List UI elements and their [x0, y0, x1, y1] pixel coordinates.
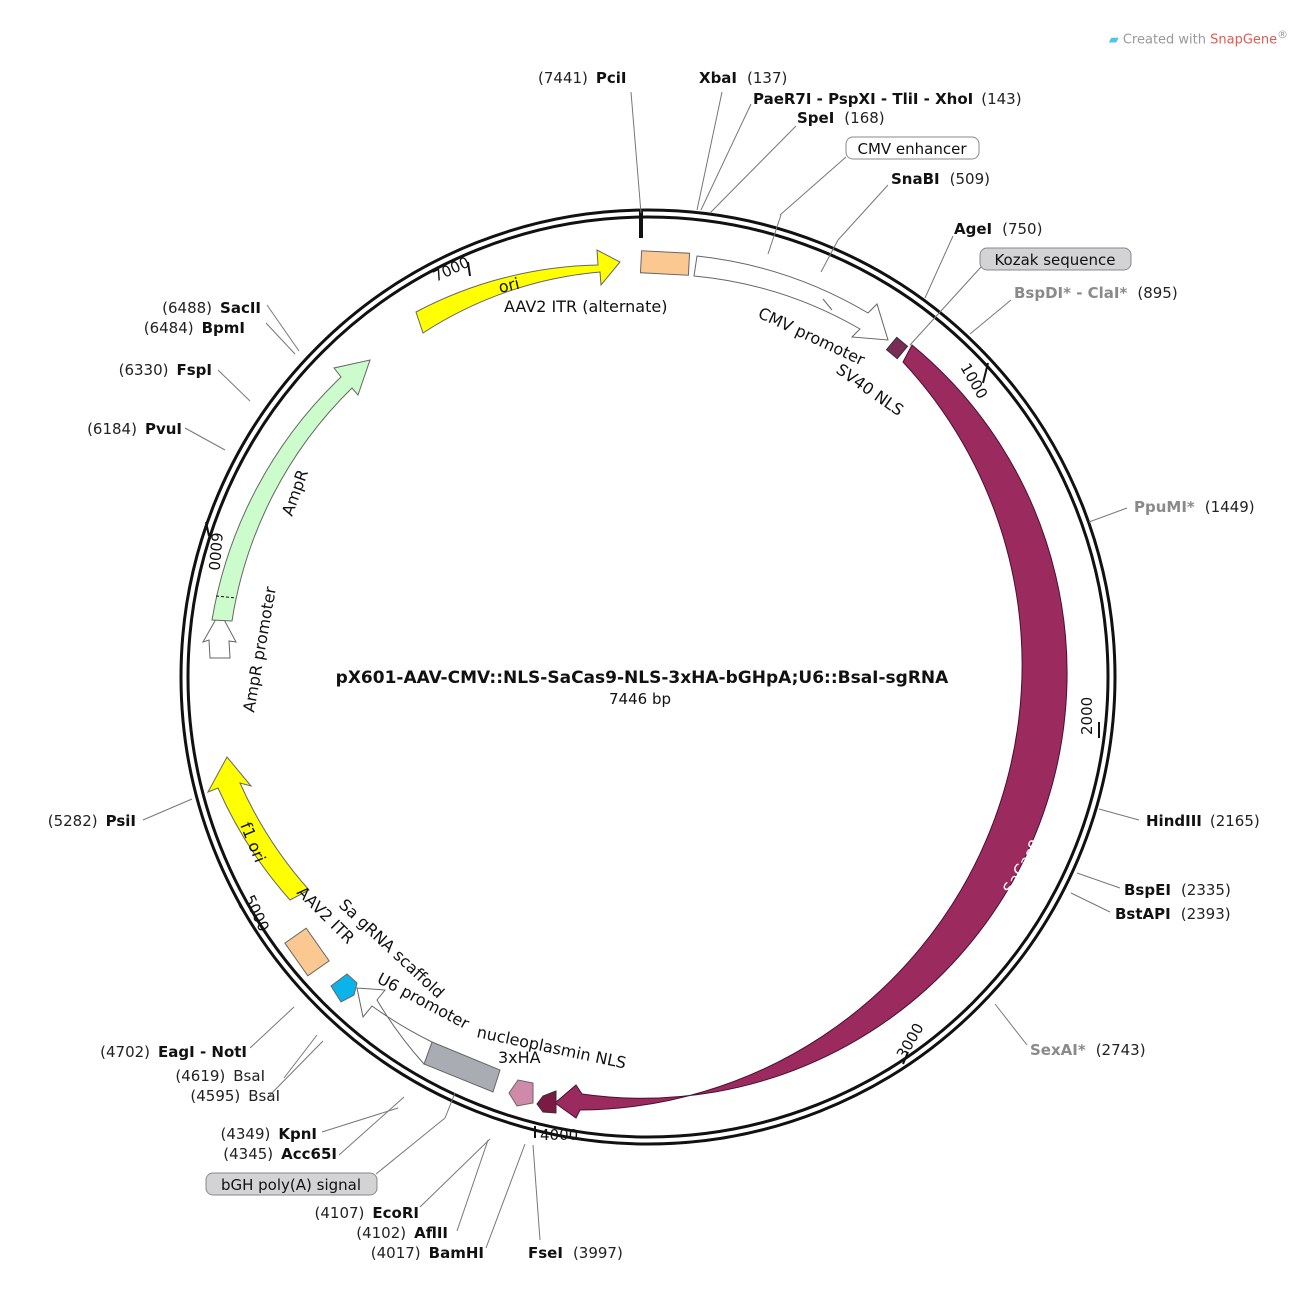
- site-ppumi: PpuMI*(1449): [1134, 498, 1255, 516]
- snapgene-badge: ▰ Created with SnapGene®: [1109, 28, 1288, 47]
- site-snabi: SnaBI(509): [891, 170, 990, 188]
- tick-mark: [235, 895, 242, 909]
- tick-mark: [205, 521, 210, 537]
- nucleoplasmin-nls-arrow: [536, 1090, 557, 1114]
- plasmid-name: pX601-AAV-CMV::NLS-SaCas9-NLS-3xHA-bGHpA…: [336, 668, 950, 688]
- site-xhoi-group: PaeR7I - PspXI - TliI - XhoI(143): [753, 90, 1022, 108]
- site-bsai-4619: (4619)BsaI: [175, 1067, 265, 1085]
- cmv-divider: [822, 298, 833, 311]
- badge-brand: SnapGene: [1210, 32, 1278, 48]
- site-bamhi: (4017)BamHI: [371, 1244, 484, 1262]
- feature-label-aav2-itr-alternate: AAV2 ITR (alternate): [504, 297, 667, 316]
- site-sacii: (6488)SacII: [162, 299, 261, 317]
- site-fsei: FseI(3997): [528, 1244, 623, 1262]
- 3xha-arrow: [508, 1079, 534, 1107]
- tick-marks: [205, 261, 1100, 1138]
- ampr-arrow: [211, 359, 371, 622]
- aav2-itr-alternate-box: [639, 250, 691, 276]
- site-bspei: BspEI(2335): [1124, 881, 1231, 899]
- boxed-labels: CMV enhancer Kozak sequence bGH poly(A) …: [205, 136, 1132, 1196]
- tick-label: 7000: [430, 253, 472, 285]
- feature-label-ampr-promoter: AmpR promoter: [239, 585, 280, 714]
- tick-label: 6000: [205, 532, 226, 572]
- site-clai: BspDI* - ClaI*(895): [1014, 284, 1178, 302]
- site-bsai-4595: (4595)BsaI: [190, 1087, 280, 1105]
- plasmid-length: 7446 bp: [609, 690, 671, 708]
- bgh-polya-label: bGH poly(A) signal: [221, 1176, 361, 1194]
- tick-mark: [982, 362, 989, 384]
- site-bpmi: (6484)BpmI: [144, 319, 245, 337]
- badge-reg: ®: [1277, 28, 1288, 41]
- tick-mark: [902, 1051, 909, 1065]
- leader-lines: [142, 91, 1140, 1249]
- aav2-itr-box: [284, 927, 330, 977]
- ori-arrow: [415, 249, 621, 334]
- site-acc65i: (4345)Acc65I: [223, 1145, 337, 1163]
- sacas9-arrow: [554, 344, 1068, 1119]
- bgh-polya-box: [205, 1172, 378, 1196]
- f1-ori-arrow: [206, 756, 310, 901]
- cmv-enhancer-box: [845, 136, 980, 160]
- cmv-enhancer-label: CMV enhancer: [857, 140, 967, 158]
- site-xbai: XbaI(137): [699, 69, 787, 87]
- site-ecori: (4107)EcoRI: [315, 1204, 419, 1222]
- kozak-sequence-box: [979, 247, 1132, 271]
- sa-grna-scaffold-arrow: [330, 973, 358, 1003]
- cmv-promoter-arrow: [693, 255, 889, 341]
- site-noti: (4702)EagI - NotI: [100, 1043, 247, 1061]
- site-kpni: (4349)KpnI: [220, 1125, 317, 1143]
- site-aflii: (4102)AflII: [356, 1224, 448, 1242]
- tick-mark: [467, 261, 471, 277]
- feature-label-ori: ori: [497, 274, 522, 297]
- badge-text: Created with: [1122, 32, 1211, 48]
- tick-label: 4000: [540, 1126, 578, 1144]
- backbone-inner: [186, 215, 1110, 1139]
- site-hindiii: HindIII(2165): [1146, 812, 1260, 830]
- features: [201, 249, 1068, 1119]
- u6-promoter-arrow: [356, 987, 433, 1065]
- site-bstapi: BstAPI(2393): [1115, 905, 1231, 923]
- feature-label-sv40-nls: SV40 NLS: [833, 360, 907, 420]
- site-fspi: (6330)FspI: [119, 361, 212, 379]
- snapgene-icon: ▰: [1108, 32, 1119, 48]
- site-pvui: (6184)PvuI: [87, 420, 182, 438]
- tick-label: 2000: [1078, 697, 1096, 735]
- restriction-sites: (7441)PciI XbaI(137) PaeR7I - PspXI - Tl…: [48, 69, 1260, 1262]
- sv40-nls-box: [885, 336, 909, 360]
- kozak-sequence-label: Kozak sequence: [994, 251, 1115, 269]
- feature-label-3xha: 3xHA: [498, 1048, 541, 1067]
- site-sexai: SexAI*(2743): [1030, 1041, 1146, 1059]
- site-psii: (5282)PsiI: [48, 812, 136, 830]
- site-spei: SpeI(168): [797, 109, 885, 127]
- ampr-divider: [215, 595, 237, 599]
- backbone-outer: [179, 208, 1117, 1146]
- site-agei: AgeI(750): [954, 220, 1042, 238]
- site-pcii: (7441)PciI: [538, 69, 627, 87]
- ampr-promoter-arrow: [201, 610, 237, 659]
